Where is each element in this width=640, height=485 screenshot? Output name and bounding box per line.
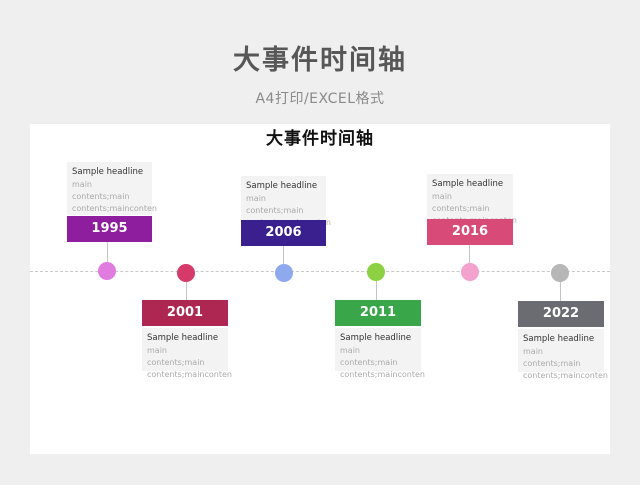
page-subtitle: A4打印/EXCEL格式 [255, 91, 385, 107]
event-headline: Sample headline [72, 167, 144, 177]
event-dot-2006 [275, 264, 293, 282]
event-content-line2: contents;mainconten [523, 371, 608, 380]
event-stem [376, 281, 377, 300]
event-content-line1: main contents;main [246, 194, 304, 215]
event-headline: Sample headline [246, 181, 318, 191]
event-headline: Sample headline [340, 333, 412, 343]
event-content-line1: main contents;main [147, 346, 205, 367]
event-card-2011: Sample headline main contents;main conte… [335, 328, 425, 379]
sheet-title: 大事件时间轴 [266, 129, 374, 149]
event-stem [560, 282, 561, 301]
year-label-2001: 2001 [142, 300, 228, 326]
event-content-line1: main contents;main [523, 347, 581, 368]
event-headline: Sample headline [523, 334, 595, 344]
event-content-line2: contents;mainconten [72, 204, 157, 213]
timeline-axis [30, 271, 610, 272]
year-label-2011: 2011 [335, 300, 421, 326]
event-card-2001: Sample headline main contents;main conte… [142, 328, 232, 379]
event-stem [186, 282, 187, 300]
year-label-2022: 2022 [518, 301, 604, 327]
year-label-1995: 1995 [67, 216, 152, 242]
event-dot-2011 [367, 263, 385, 281]
event-card-2022: Sample headline main contents;main conte… [518, 329, 608, 380]
event-stem [283, 246, 284, 264]
event-stem [469, 245, 470, 264]
event-content-line2: contents;mainconten [340, 370, 425, 379]
event-stem [107, 242, 108, 264]
event-dot-2016 [461, 263, 479, 281]
year-label-2006: 2006 [241, 220, 326, 246]
event-dot-2022 [551, 264, 569, 282]
page-title: 大事件时间轴 [233, 45, 407, 76]
event-card-2006: Sample headline main contents;main conte… [241, 176, 331, 227]
event-content-line2: contents;mainconten [147, 370, 232, 379]
event-dot-1995 [98, 262, 116, 280]
event-content-line1: main contents;main [340, 346, 398, 367]
event-card-1995: Sample headline main contents;main conte… [67, 162, 157, 215]
year-label-2016: 2016 [427, 219, 513, 245]
event-card-2016: Sample headline main contents;main conte… [427, 174, 517, 225]
event-dot-2001 [177, 264, 195, 282]
timeline-sheet: 大事件时间轴 Sample headline main contents;mai… [30, 124, 610, 454]
event-content-line1: main contents;main [72, 180, 130, 201]
event-headline: Sample headline [432, 179, 504, 189]
event-headline: Sample headline [147, 333, 219, 343]
event-content-line1: main contents;main [432, 192, 490, 213]
